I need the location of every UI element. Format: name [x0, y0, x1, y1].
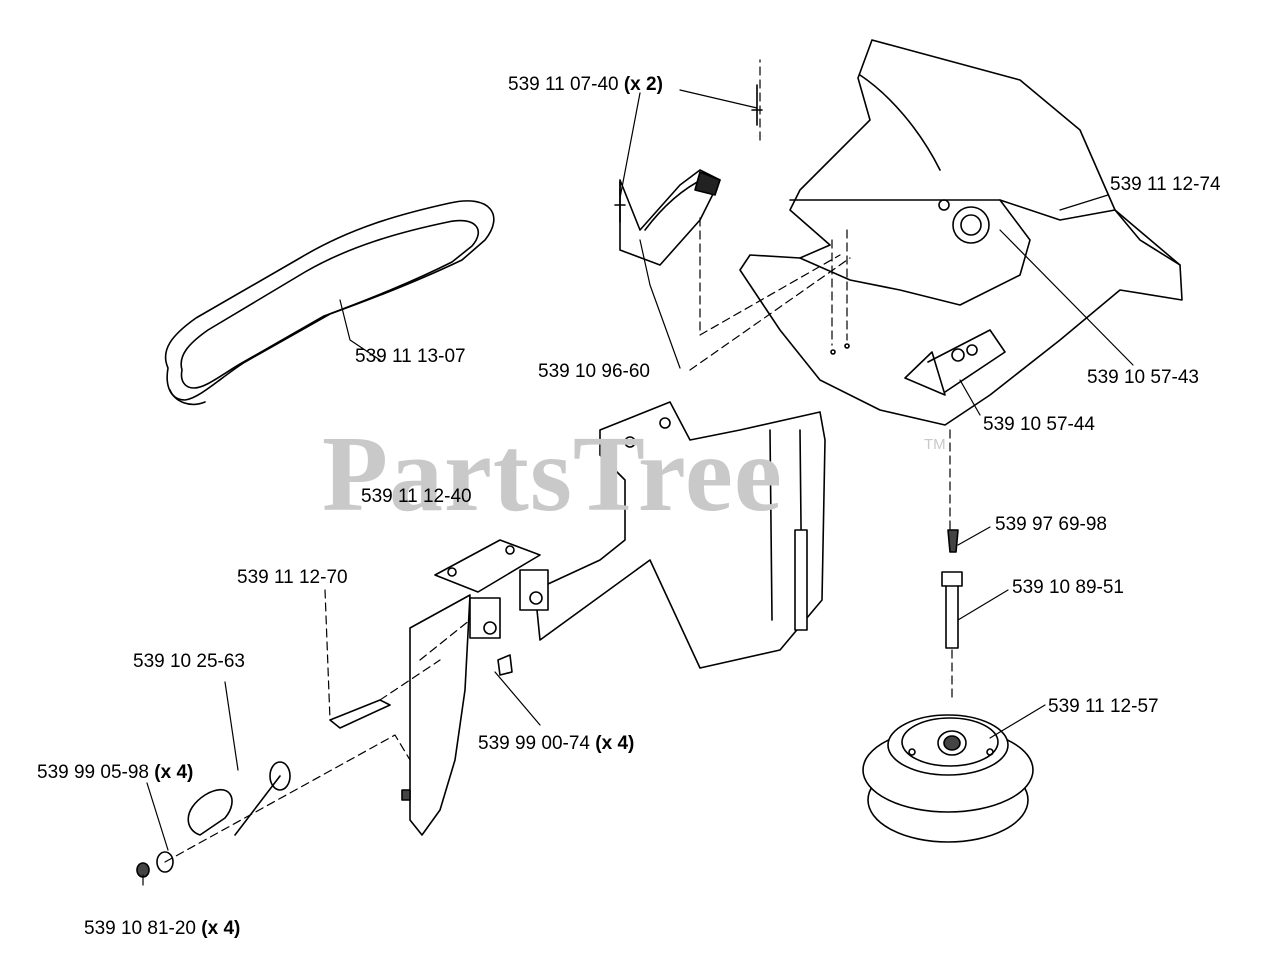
part-number: 539 11 12-40 [361, 486, 472, 507]
part-quantity: (x 4) [595, 733, 635, 754]
chute-deflector [739, 39, 1183, 426]
part-label[interactable]: 539 99 05-98 (x 4) [37, 762, 193, 784]
part-number: 539 11 13-07 [355, 346, 466, 367]
part-label[interactable]: 539 11 12-70 [237, 567, 348, 589]
leader-lines [142, 89, 1134, 886]
part-label[interactable]: 539 11 07-40 (x 2) [508, 74, 663, 96]
part-number: 539 10 81-20 [84, 918, 196, 939]
part-label[interactable]: 539 10 25-63 [133, 651, 245, 673]
part-label[interactable]: 539 10 81-20 (x 4) [84, 918, 240, 940]
part-number: 539 11 07-40 [508, 74, 619, 95]
part-label[interactable]: 539 11 12-40 [361, 486, 472, 508]
part-label[interactable]: 539 11 13-07 [355, 346, 466, 368]
part-label[interactable]: 539 97 69-98 [995, 514, 1107, 536]
part-quantity: (x 4) [201, 918, 241, 939]
watermark-trademark: TM [924, 436, 946, 453]
part-label[interactable]: 539 11 12-57 [1048, 696, 1159, 718]
drive-belt [164, 200, 495, 406]
part-quantity: (x 2) [623, 74, 663, 95]
alignment-lines [164, 59, 953, 863]
part-number: 539 10 96-60 [538, 361, 650, 382]
part-number: 539 11 12-57 [1048, 696, 1159, 717]
part-number: 539 10 57-44 [983, 414, 1095, 435]
part-label[interactable]: 539 10 57-43 [1087, 367, 1199, 389]
hinge-bracket [614, 84, 763, 266]
part-number: 539 10 89-51 [1012, 577, 1124, 598]
part-quantity: (x 4) [154, 762, 194, 783]
part-label[interactable]: 539 10 89-51 [1012, 577, 1124, 599]
part-label[interactable]: 539 10 57-44 [983, 414, 1095, 436]
part-label[interactable]: 539 11 12-74 [1110, 174, 1221, 196]
part-number: 539 99 05-98 [37, 762, 149, 783]
chute-bracket [409, 401, 826, 836]
part-number: 539 10 25-63 [133, 651, 245, 672]
part-number: 539 99 00-74 [478, 733, 590, 754]
part-number: 539 10 57-43 [1087, 367, 1199, 388]
watermark: PartsTree [322, 415, 783, 534]
part-number: 539 11 12-74 [1110, 174, 1221, 195]
part-number: 539 11 12-70 [237, 567, 348, 588]
part-label[interactable]: 539 99 00-74 (x 4) [478, 733, 634, 755]
part-number: 539 97 69-98 [995, 514, 1107, 535]
part-label[interactable]: 539 10 96-60 [538, 361, 650, 383]
pulley [862, 714, 1034, 843]
hardware [136, 529, 963, 878]
